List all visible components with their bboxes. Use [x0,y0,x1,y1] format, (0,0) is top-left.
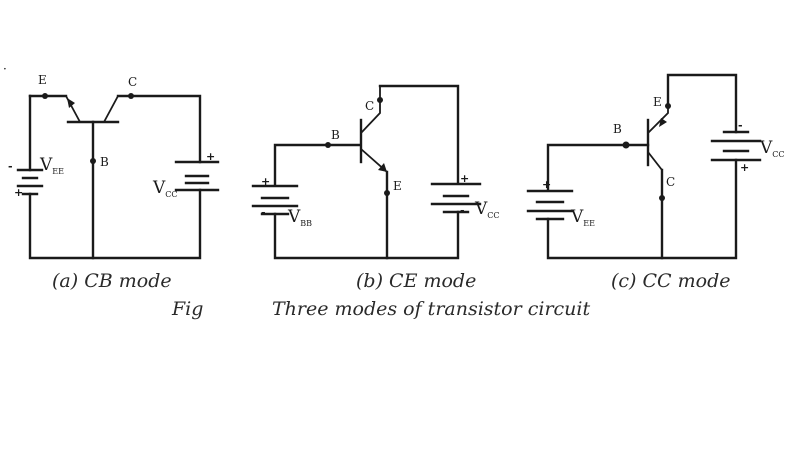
ce-emitter-arrow-icon [378,163,387,172]
ce-circuit: C B E VBB VCC + - + - (b) CE mode [251,84,500,292]
ce-label-b: B [331,128,340,142]
ce-wire-collector [378,84,460,184]
cc-circuit: E B C VEE VCC + - - + (c) CC mode [526,73,785,292]
cb-caption: (a) CB mode [52,270,172,292]
ce-node-e [384,190,390,196]
cc-wire-emitter [666,73,738,134]
cc-node-c [659,195,665,201]
ce-vcc-label: VCC [474,199,500,220]
cb-collector-lead [103,95,119,123]
figure-label: Fig [171,298,203,320]
cc-vee-label: VEE [570,207,595,228]
cb-vcc-label: VCC [152,178,178,199]
cc-emitter-lead [647,106,669,134]
cb-emitter-arrow-icon [67,98,75,108]
cb-vee-plus: + [14,186,23,199]
cb-wire-collector-top [116,94,202,164]
cc-collector-lead [647,151,663,171]
cc-wire-bottom [546,158,738,260]
ce-label-e: E [393,179,402,193]
cc-vcc-minus: - [738,119,743,132]
ce-vbb-plus: + [261,175,270,188]
ce-vbb-minus: - [261,206,266,219]
cc-emitter-arrow-icon [659,118,667,127]
cb-label-e: E [38,73,47,87]
cb-node-b [90,158,96,164]
cb-label-b: B [100,155,109,169]
cb-vcc-plus: + [206,150,215,163]
cb-label-c: C [128,75,137,89]
cc-wire-base [546,143,650,191]
cb-node-e [42,93,48,99]
cb-wire-bottom [28,188,202,260]
ce-node-b [325,142,331,148]
ce-wire-bottom [273,210,460,260]
cc-vcc-label: VCC [759,138,785,159]
cb-vcc-minus: - [210,183,215,196]
cb-circuit: E C B VEE VCC - + + - (a) CB mode [8,73,220,292]
ce-caption: (b) CE mode [356,270,476,292]
ce-vbb-label: VBB [287,207,312,228]
ce-vcc-minus: - [460,204,465,217]
cc-caption: (c) CC mode [611,270,730,292]
cc-label-e: E [653,95,662,109]
cc-label-b: B [613,122,622,136]
ce-vcc-plus: + [460,172,469,185]
ce-label-c: C [365,99,374,113]
ce-node-c [377,97,383,103]
ce-wire-base [273,143,362,186]
cc-vee-plus: + [542,178,551,191]
cb-node-c [128,93,134,99]
cc-label-c: C [666,175,675,189]
cc-node-e [665,103,671,109]
cc-node-b [622,141,630,149]
ce-collector-lead [360,86,381,134]
cc-vcc-plus: + [740,161,749,174]
figure-title: Three modes of transistor circuit [272,298,590,320]
cb-vee-label: VEE [39,155,64,176]
cc-vee-minus: - [542,212,547,225]
cb-vee-minus: - [8,160,13,173]
corner-mark: · [3,62,7,76]
